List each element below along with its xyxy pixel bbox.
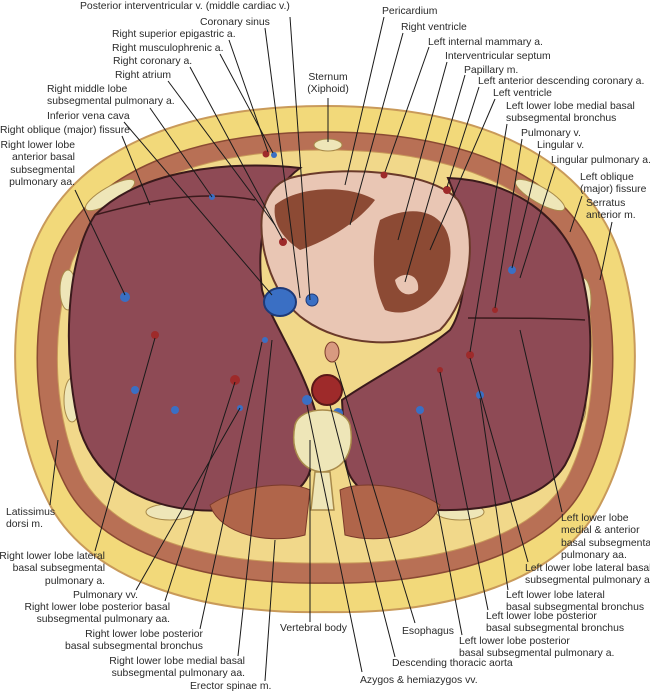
papillary-muscle xyxy=(395,274,419,295)
label-left-ventricle: Left ventricle xyxy=(493,88,552,99)
label-pulmonary-vv: Pulmonary vv. xyxy=(72,590,138,601)
label-lingular-pulmonary-a: Lingular pulmonary a. xyxy=(551,155,650,166)
label-right-oblique-fissure: Right oblique (major) fissure xyxy=(0,125,130,136)
label-papillary-m: Papillary m. xyxy=(464,65,519,76)
label-pericardium: Pericardium xyxy=(382,6,438,17)
label-esophagus: Esophagus xyxy=(402,626,454,637)
label-erector-spinae-m: Erector spinae m. xyxy=(190,681,272,692)
erector-spinae-left xyxy=(339,484,441,540)
label-sternum: Sternum(Xiphoid) xyxy=(307,72,349,96)
label-right-ventricle: Right ventricle xyxy=(401,22,467,33)
label-vertebral-body: Vertebral body xyxy=(280,623,348,634)
label-lad-coronary-a: Left anterior descending coronary a. xyxy=(478,76,645,87)
right-superior-epigastric-artery xyxy=(262,150,270,158)
label-lingular-v: Lingular v. xyxy=(537,140,585,151)
vertebra xyxy=(293,409,352,511)
label-posterior-interventricular-v: Posterior interventricular v. (middle ca… xyxy=(80,1,290,12)
coronary-sinus xyxy=(305,293,319,307)
label-right-musculophrenic-a: Right musculophrenic a. xyxy=(112,43,224,54)
label-interventricular-septum: Interventricular septum xyxy=(445,51,551,62)
label-right-superior-epigastric-a: Right superior epigastric a. xyxy=(112,29,236,40)
descending-aorta xyxy=(311,374,343,406)
label-inferior-vena-cava: Inferior vena cava xyxy=(47,111,130,122)
left-internal-mammary-artery xyxy=(380,171,388,179)
label-right-atrium: Right atrium xyxy=(115,70,172,81)
leader-lines xyxy=(49,16,613,682)
lad-coronary-artery xyxy=(443,186,451,194)
right-musculophrenic-vein xyxy=(271,152,277,158)
esophagus xyxy=(324,341,340,363)
right-ventricle-cavity xyxy=(274,189,375,250)
right-coronary-artery xyxy=(279,238,287,246)
left-oblique-fissure-line xyxy=(467,317,586,321)
label-left-internal-mammary-a: Left internal mammary a. xyxy=(428,37,543,48)
inferior-vena-cava xyxy=(263,287,297,317)
erector-spinae-right xyxy=(209,484,311,540)
label-azygos-hemiazygos-vv: Azygos & hemiazygos vv. xyxy=(360,675,478,686)
pulmonary-vessels xyxy=(120,194,516,414)
label-right-coronary-a: Right coronary a. xyxy=(113,56,193,67)
label-descending-thoracic-aorta: Descending thoracic aorta xyxy=(392,658,513,669)
azygos-vein xyxy=(302,395,312,405)
right-oblique-fissure-line xyxy=(94,195,256,216)
label-coronary-sinus: Coronary sinus xyxy=(200,17,270,28)
label-left-oblique-fissure: Left oblique(major) fissure xyxy=(580,172,647,196)
label-pulmonary-v: Pulmonary v. xyxy=(521,128,581,139)
left-ventricle-cavity xyxy=(373,211,451,313)
